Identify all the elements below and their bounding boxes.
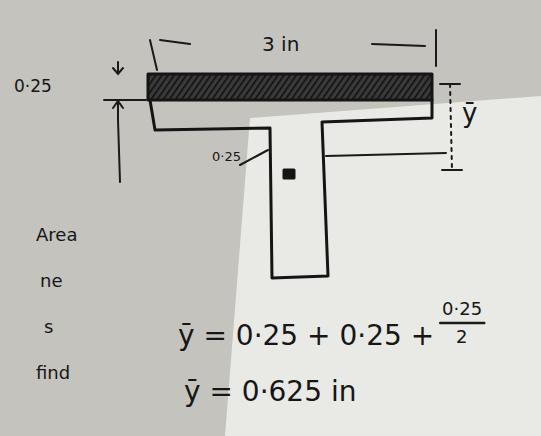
fraction-numerator: 0·25	[442, 300, 482, 318]
extension-line	[104, 99, 146, 101]
extension-line	[118, 120, 120, 182]
ybar-symbol: ȳ	[462, 100, 477, 126]
dimension-line	[160, 40, 190, 44]
dimension-arrow	[113, 101, 123, 120]
centroid-line	[326, 153, 446, 156]
dimension-line	[372, 44, 425, 46]
leader-line	[240, 150, 268, 165]
dimension-lines	[104, 30, 484, 323]
equation: ȳ = 0·625 in	[184, 378, 356, 406]
ybar-dimension	[450, 84, 452, 170]
dimension-label: 0·25	[14, 78, 52, 95]
note-text: ne	[40, 272, 62, 290]
dimension-label: 0·25	[212, 150, 241, 163]
note-text: s	[44, 318, 53, 336]
t-section-outline	[148, 74, 432, 278]
flange-hatch	[148, 74, 432, 100]
dimension-tick	[440, 83, 460, 85]
fraction-bar	[440, 322, 484, 325]
centroid-dot	[284, 170, 294, 178]
dimension-arrow	[113, 62, 123, 74]
dimension-label: 3 in	[262, 34, 299, 54]
fraction-denominator: 2	[456, 328, 467, 346]
note-text: find	[36, 364, 70, 382]
equation: ȳ = 0·25 + 0·25 +	[178, 322, 434, 350]
extension-line	[435, 30, 437, 66]
note-text: Area	[36, 226, 77, 244]
dimension-tick	[442, 169, 462, 171]
section-outline	[150, 100, 432, 278]
extension-line	[150, 40, 157, 70]
